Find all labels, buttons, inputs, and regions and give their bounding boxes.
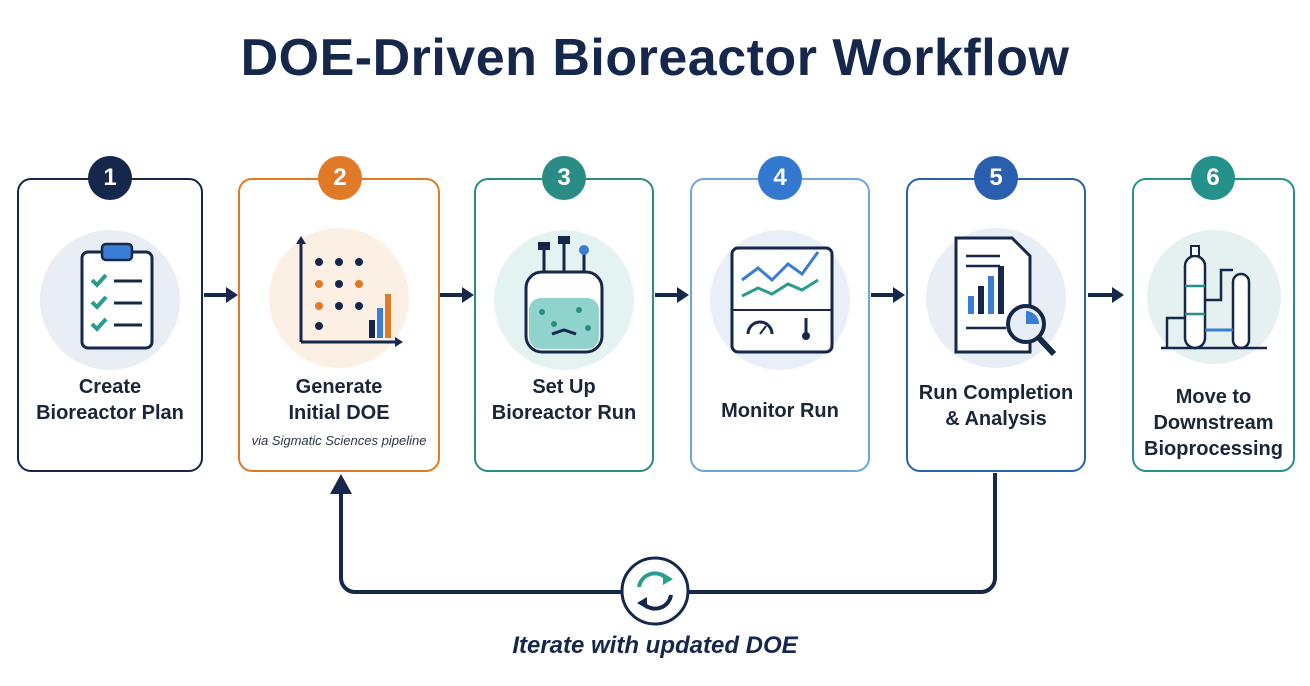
downstream-equipment-icon bbox=[1146, 230, 1281, 364]
step-4-badge: 4 bbox=[758, 156, 802, 200]
step-3-badge: 3 bbox=[542, 156, 586, 200]
step-5-card: Run Completion& Analysis bbox=[906, 178, 1086, 472]
clipboard-icon bbox=[40, 230, 180, 370]
step-1-badge: 1 bbox=[88, 156, 132, 200]
step-4-label: Monitor Run bbox=[721, 400, 839, 422]
step-5-badge: 5 bbox=[974, 156, 1018, 200]
arrow-1-2 bbox=[204, 287, 238, 303]
step-6-badge: 6 bbox=[1191, 156, 1235, 200]
iterate-label: Iterate with updated DOE bbox=[512, 632, 798, 659]
scatter-plot-icon bbox=[269, 228, 409, 368]
step-5-label: Run Completion& Analysis bbox=[918, 382, 1074, 430]
step-4-card: Monitor Run bbox=[690, 178, 870, 472]
step-2-sublabel: via Sigmatic Sciences pipeline bbox=[251, 433, 427, 448]
refresh-cycle-icon bbox=[620, 556, 690, 626]
bioreactor-icon bbox=[494, 230, 634, 370]
arrow-5-6 bbox=[1088, 287, 1124, 303]
arrow-4-5 bbox=[871, 287, 905, 303]
report-analysis-icon bbox=[926, 228, 1066, 368]
arrow-3-4 bbox=[655, 287, 689, 303]
monitor-icon bbox=[710, 230, 850, 370]
step-2-badge: 2 bbox=[318, 156, 362, 200]
arrow-2-3 bbox=[440, 287, 474, 303]
diagram-title: DOE-Driven Bioreactor Workflow bbox=[240, 29, 1070, 87]
